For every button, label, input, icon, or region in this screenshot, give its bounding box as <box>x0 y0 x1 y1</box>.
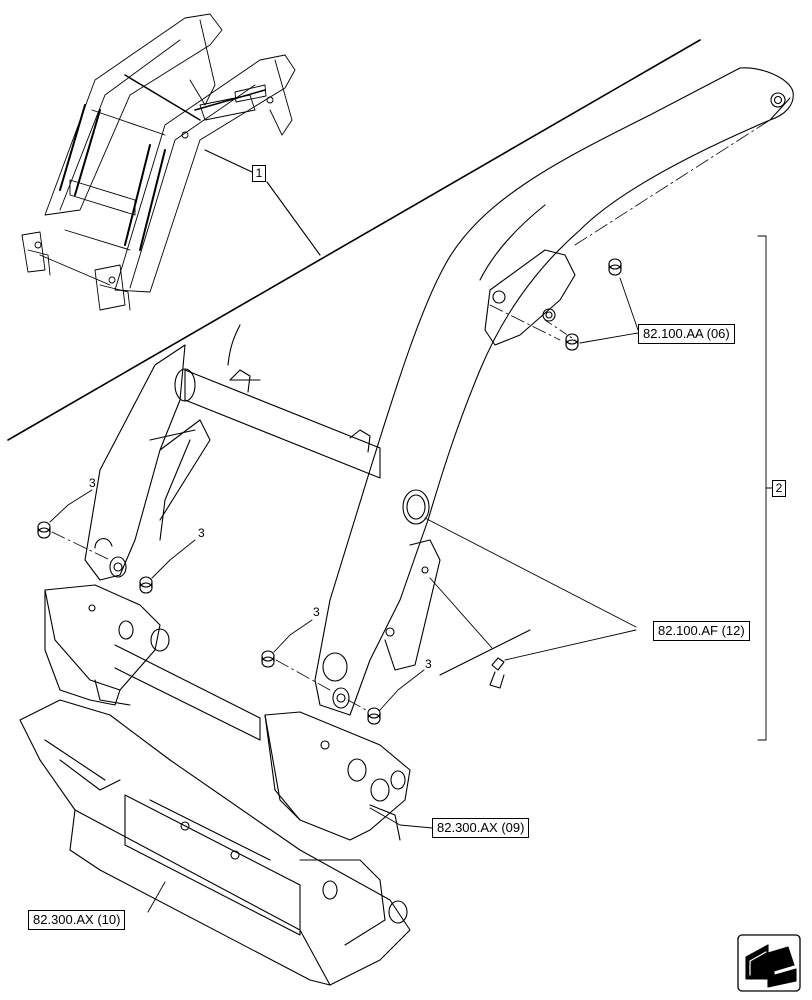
item-3-label-a: 3 <box>89 476 96 490</box>
callout-82-100-af[interactable]: 82.100.AF (12) <box>653 621 750 641</box>
next-page-arrow-icon[interactable] <box>737 934 801 992</box>
grease-fitting-part <box>489 657 505 689</box>
loader-arm-drawing <box>314 67 794 716</box>
mounting-bracket-lower <box>19 699 411 986</box>
inset-divider-line <box>7 39 701 441</box>
mounting-bracket-upper <box>44 584 261 741</box>
loader-overview-drawing <box>21 13 296 311</box>
callout-82-300-ax-09[interactable]: 82.300.AX (09) <box>432 818 530 838</box>
bushing-parts <box>37 258 622 725</box>
loader-left-arm-drawing <box>84 324 381 581</box>
leader-line-1 <box>204 149 321 256</box>
item-3-label-c: 3 <box>313 605 320 619</box>
item-3-label-b: 3 <box>198 526 205 540</box>
callout-82-300-ax-10[interactable]: 82.300.AX (10) <box>28 910 126 930</box>
item-2-label: 2 <box>772 480 786 497</box>
grease-fitting-pointer <box>439 629 531 676</box>
item-1-label: 1 <box>252 165 266 182</box>
leader-lines <box>49 235 773 913</box>
item-3-label-d: 3 <box>425 657 432 671</box>
mounting-bracket-right <box>264 711 411 841</box>
callout-82-100-aa[interactable]: 82.100.AA (06) <box>638 324 735 344</box>
